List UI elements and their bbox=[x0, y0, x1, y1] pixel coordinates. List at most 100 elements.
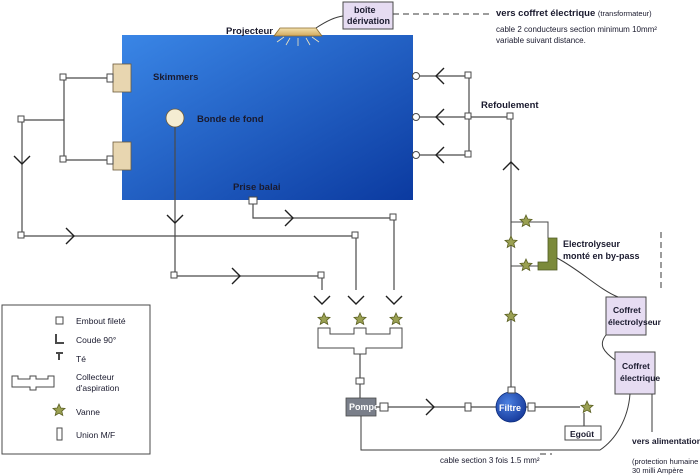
valve-star-icon bbox=[317, 312, 331, 326]
elbow-fitting bbox=[170, 271, 178, 279]
tee-fitting bbox=[17, 115, 25, 123]
elbow-fitting bbox=[389, 213, 397, 221]
coffret-electrolyseur-label-2: électrolyseur bbox=[608, 317, 662, 327]
protection-label-2: 30 milli Ampère bbox=[632, 466, 683, 475]
egout-box bbox=[564, 425, 602, 441]
flow-arrow-left bbox=[435, 67, 445, 85]
union-fitting bbox=[507, 386, 516, 394]
elbow-fitting bbox=[464, 71, 472, 79]
cable-note-2: variable suivant distance. bbox=[496, 36, 586, 45]
legend-label-coude: Coude 90° bbox=[76, 335, 116, 345]
union-fitting bbox=[355, 377, 365, 385]
flow-arrow-down bbox=[347, 295, 365, 305]
vers-alimentation-label: vers alimentation bbox=[632, 436, 700, 446]
valve-star-icon bbox=[580, 400, 594, 414]
flow-arrow-down bbox=[385, 295, 403, 305]
coffret-electrolyseur-label-1: Coffret bbox=[613, 305, 641, 315]
prise-balai-label: Prise balai bbox=[233, 182, 281, 193]
legend-label-te: Té bbox=[76, 354, 86, 364]
vacuum-port bbox=[248, 196, 258, 205]
valve-star-icon bbox=[519, 214, 533, 228]
flow-arrow-right bbox=[425, 398, 435, 416]
bonde-label: Bonde de fond bbox=[197, 114, 264, 125]
elbow-90-icon bbox=[55, 334, 64, 344]
skimmer-bottom bbox=[112, 141, 132, 171]
union-fitting bbox=[106, 155, 114, 165]
flow-arrow-right bbox=[231, 267, 241, 285]
junction-box bbox=[342, 1, 394, 30]
valve-star-icon bbox=[389, 312, 403, 326]
refoulement-label: Refoulement bbox=[481, 100, 539, 111]
valve-star-icon bbox=[353, 312, 367, 326]
flow-arrow-down bbox=[166, 214, 184, 224]
legend-label-vanne: Vanne bbox=[76, 407, 100, 417]
legend-label-union: Union M/F bbox=[76, 430, 115, 440]
cable-section-label: cable section 3 fois 1.5 mm² bbox=[440, 456, 540, 465]
collector-valves bbox=[317, 312, 403, 326]
projector-label: Projecteur bbox=[226, 26, 273, 37]
electrolyser-control-box bbox=[605, 296, 647, 336]
tee-fitting bbox=[464, 112, 472, 120]
flow-arrow-right bbox=[65, 227, 75, 245]
return-nozzle bbox=[412, 151, 420, 159]
projector-cable bbox=[315, 15, 344, 29]
coffret-electrique-label-2: électrique bbox=[620, 373, 660, 383]
elbow-fitting bbox=[317, 271, 325, 279]
suction-manifold-icon bbox=[11, 375, 55, 391]
skimmer-top bbox=[112, 63, 132, 93]
junction-box-label-2: dérivation bbox=[347, 16, 390, 26]
main-drain-icon bbox=[165, 108, 185, 128]
flow-arrow-up bbox=[502, 161, 520, 171]
electrolyser-cable bbox=[556, 257, 619, 298]
electrolyser-cell bbox=[537, 237, 558, 271]
electrical-panel bbox=[614, 351, 656, 395]
union-fitting bbox=[464, 402, 472, 412]
vacuum-line bbox=[252, 204, 395, 290]
elbow-fitting bbox=[17, 231, 25, 239]
panel-to-electrolyser-cable bbox=[601, 334, 616, 361]
legend-label-collecteur-1: Collecteur bbox=[76, 372, 114, 382]
threaded-end-icon bbox=[55, 316, 64, 325]
cable-note-1: cable 2 conducteurs section minimum 10mm… bbox=[496, 25, 657, 34]
tee-icon bbox=[56, 352, 63, 360]
elbow-fitting bbox=[59, 73, 67, 81]
flow-arrow-down bbox=[313, 295, 331, 305]
return-nozzle bbox=[412, 113, 420, 121]
union-fitting bbox=[379, 402, 389, 412]
protection-label-1: (protection humaine bbox=[632, 457, 698, 466]
projector-icon bbox=[273, 27, 323, 37]
egout-label: Egoût bbox=[570, 429, 594, 439]
union-mf-icon bbox=[56, 427, 63, 441]
legend-label-embout: Embout fileté bbox=[76, 316, 126, 326]
valve-star-icon bbox=[519, 258, 533, 272]
flow-arrow-down bbox=[13, 155, 31, 165]
elbow-fitting bbox=[351, 231, 359, 239]
elbow-fitting bbox=[59, 155, 67, 163]
pump-power-cable bbox=[360, 393, 631, 451]
valve-star-icon bbox=[52, 403, 66, 417]
legend: Embout fileté Coude 90° Té Collecteur d'… bbox=[1, 304, 151, 455]
flow-arrow-left bbox=[435, 146, 445, 164]
junction-box-label-1: boîte bbox=[354, 5, 376, 15]
return-nozzle bbox=[412, 72, 420, 80]
vers-coffret-label: vers coffret électrique (transformateur) bbox=[496, 8, 652, 19]
pump-label: Pompe bbox=[349, 402, 379, 412]
union-fitting bbox=[527, 402, 536, 412]
suction-manifold bbox=[317, 327, 403, 355]
valve-star-icon bbox=[504, 235, 518, 249]
electrolyseur-label-2: monté en by-pass bbox=[563, 251, 640, 261]
union-fitting bbox=[106, 73, 114, 83]
flow-arrow-left bbox=[435, 108, 445, 126]
main-drain-line bbox=[174, 127, 323, 290]
filter-label: Filtre bbox=[499, 403, 521, 413]
skimmers-label: Skimmers bbox=[153, 72, 198, 83]
electrolyseur-label-1: Electrolyseur bbox=[563, 239, 621, 249]
skimmer-top-line bbox=[63, 77, 113, 161]
flow-arrow-right bbox=[284, 209, 294, 227]
legend-label-collecteur-2: d'aspiration bbox=[76, 383, 119, 393]
elbow-fitting bbox=[506, 112, 514, 120]
elbow-fitting bbox=[464, 150, 472, 158]
projector-light-rays bbox=[276, 36, 320, 46]
